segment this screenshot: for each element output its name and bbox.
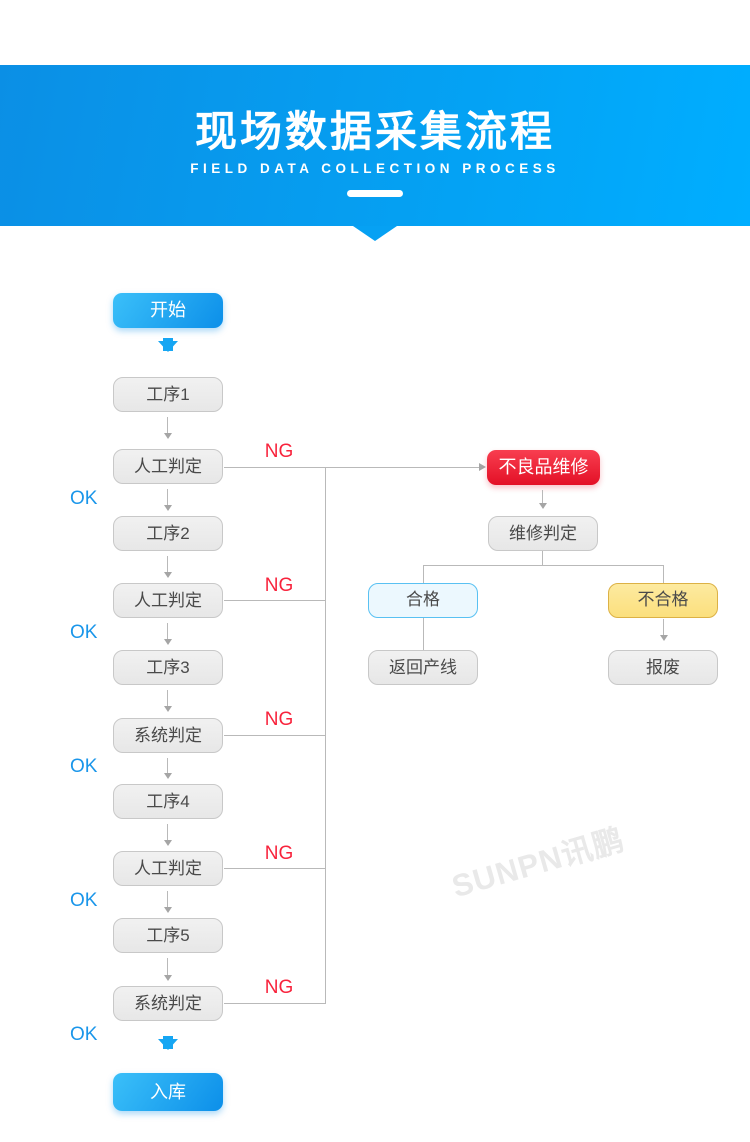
connector-trunk-line xyxy=(325,467,326,1004)
connector-line xyxy=(224,735,325,736)
node-process-2: 工序2 xyxy=(113,516,223,551)
node-manual-check-1: 人工判定 xyxy=(113,449,223,484)
ng-label: NG xyxy=(264,575,294,596)
node-return-line: 返回产线 xyxy=(368,650,478,685)
ng-label: NG xyxy=(264,441,294,462)
down-arrow-icon xyxy=(158,1036,178,1050)
ok-label: OK xyxy=(70,622,98,643)
ng-label: NG xyxy=(264,977,294,998)
connector-line xyxy=(224,600,325,601)
node-process-5: 工序5 xyxy=(113,918,223,953)
node-unqualified: 不合格 xyxy=(608,583,718,618)
title-underline-dash xyxy=(347,190,403,197)
node-manual-check-3: 人工判定 xyxy=(113,851,223,886)
node-qualified: 合格 xyxy=(368,583,478,618)
node-manual-check-2: 人工判定 xyxy=(113,583,223,618)
page-title: 现场数据采集流程 xyxy=(194,108,555,155)
banner-notch xyxy=(353,226,397,241)
down-arrow-icon xyxy=(163,489,172,511)
connector-line xyxy=(423,565,424,583)
down-arrow-icon xyxy=(163,690,172,712)
node-system-check-1: 系统判定 xyxy=(113,718,223,753)
connector-line xyxy=(224,1003,325,1004)
node-process-4: 工序4 xyxy=(113,784,223,819)
node-repair-judge: 维修判定 xyxy=(488,516,598,551)
node-start: 开始 xyxy=(113,293,223,328)
ng-label: NG xyxy=(264,709,294,730)
node-defect-repair: 不良品维修 xyxy=(487,450,600,485)
header-banner: 现场数据采集流程 FIELD DATA COLLECTION PROCESS xyxy=(0,65,750,226)
down-arrow-icon xyxy=(538,490,547,509)
watermark: SUNPN讯鹏 xyxy=(448,821,629,905)
connector-line xyxy=(423,565,663,566)
node-process-3: 工序3 xyxy=(113,650,223,685)
page-subtitle: FIELD DATA COLLECTION PROCESS xyxy=(190,161,560,176)
ok-label: OK xyxy=(70,1024,98,1045)
down-arrow-icon xyxy=(659,619,668,641)
right-arrow-icon xyxy=(479,463,490,471)
down-arrow-icon xyxy=(163,417,172,439)
connector-line xyxy=(224,467,479,468)
down-arrow-icon xyxy=(158,338,178,352)
ok-label: OK xyxy=(70,756,98,777)
connector-line xyxy=(224,868,325,869)
node-system-check-2: 系统判定 xyxy=(113,986,223,1021)
connector-line xyxy=(542,551,543,565)
down-arrow-icon xyxy=(163,958,172,981)
down-arrow-icon xyxy=(163,623,172,645)
node-scrap: 报废 xyxy=(608,650,718,685)
ng-label: NG xyxy=(264,843,294,864)
ok-label: OK xyxy=(70,488,98,509)
node-process-1: 工序1 xyxy=(113,377,223,412)
ok-label: OK xyxy=(70,890,98,911)
down-arrow-icon xyxy=(163,891,172,913)
down-arrow-icon xyxy=(163,758,172,779)
node-end-storage: 入库 xyxy=(113,1073,223,1111)
connector-line xyxy=(663,565,664,583)
connector-line xyxy=(423,618,424,650)
down-arrow-icon xyxy=(163,824,172,846)
down-arrow-icon xyxy=(163,556,172,578)
